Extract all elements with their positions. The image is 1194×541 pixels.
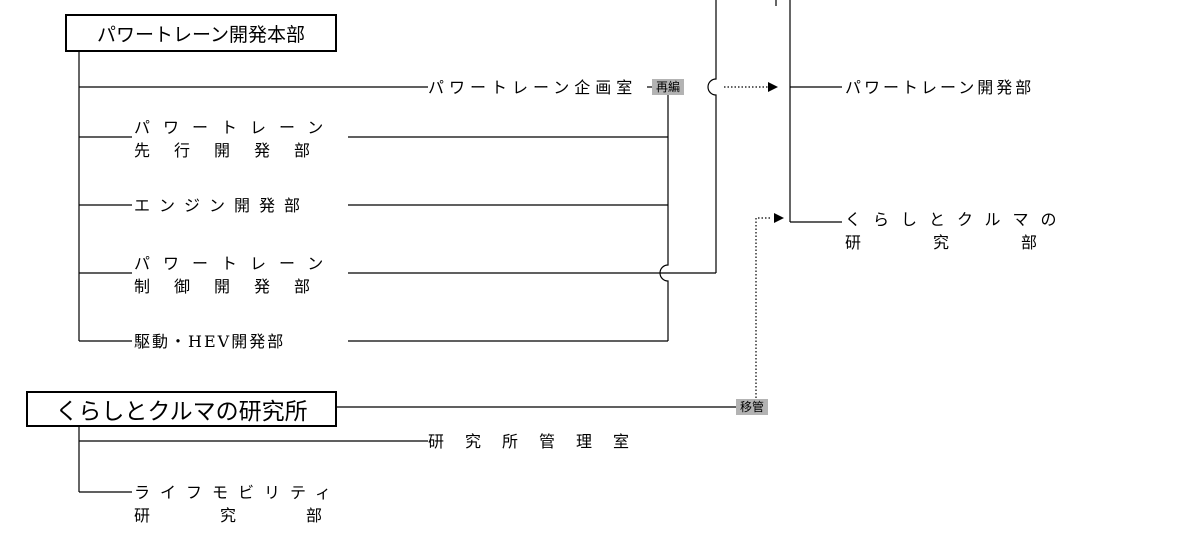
lab-box: くらしとクルマの研究所 bbox=[26, 391, 337, 427]
ptdev-text: パワートレーン開発部 bbox=[845, 78, 1035, 97]
arrowhead-kurashi bbox=[774, 213, 784, 223]
labmgmt-text: 研究所管理室 bbox=[428, 432, 651, 451]
arrowhead-ptdev bbox=[768, 82, 778, 92]
control-line1: パワートレーン bbox=[134, 254, 337, 273]
planning-text: パワートレーン企画室 bbox=[428, 78, 638, 97]
advanced-line2: 先行開発部 bbox=[134, 141, 335, 160]
reorg-text: 再編 bbox=[656, 80, 681, 94]
lab-label: くらしとクルマの研究所 bbox=[55, 399, 308, 425]
kurashi-line1: くらしとクルマの bbox=[845, 210, 1069, 229]
ptdev-label: パワートレーン開発部 bbox=[845, 76, 1051, 99]
hq-box: パワートレーン開発本部 bbox=[65, 14, 337, 52]
control-label: パワートレーン 制御開発部 bbox=[134, 252, 334, 298]
drive-text: 駆動・HEV開発部 bbox=[134, 332, 286, 351]
life-line1: ライフモビリティ bbox=[134, 483, 342, 502]
life-line2: 研究部 bbox=[134, 506, 393, 525]
hq-label: パワートレーン開発本部 bbox=[96, 23, 306, 46]
kurashi-label: くらしとクルマの 研究部 bbox=[845, 208, 1110, 254]
transfer-path bbox=[755, 217, 770, 398]
collector bbox=[659, 95, 669, 341]
kurashi-line2: 研究部 bbox=[845, 233, 1110, 252]
advanced-label: パワートレーン 先行開発部 bbox=[134, 116, 334, 162]
transfer-text: 移管 bbox=[740, 400, 765, 414]
engine-text: エンジン開発部 bbox=[134, 196, 310, 215]
labmgmt-label: 研究所管理室 bbox=[428, 430, 644, 453]
engine-label: エンジン開発部 bbox=[134, 194, 342, 217]
reorg-tag: 再編 bbox=[652, 79, 685, 95]
drive-label: 駆動・HEV開発部 bbox=[134, 330, 342, 353]
advanced-line1: パワートレーン bbox=[134, 118, 337, 137]
control-line2: 制御開発部 bbox=[134, 277, 335, 296]
life-label: ライフモビリティ 研究部 bbox=[134, 481, 340, 527]
trunk-716 bbox=[707, 0, 717, 273]
transfer-tag: 移管 bbox=[736, 399, 769, 415]
planning-label: パワートレーン企画室 bbox=[428, 76, 644, 99]
